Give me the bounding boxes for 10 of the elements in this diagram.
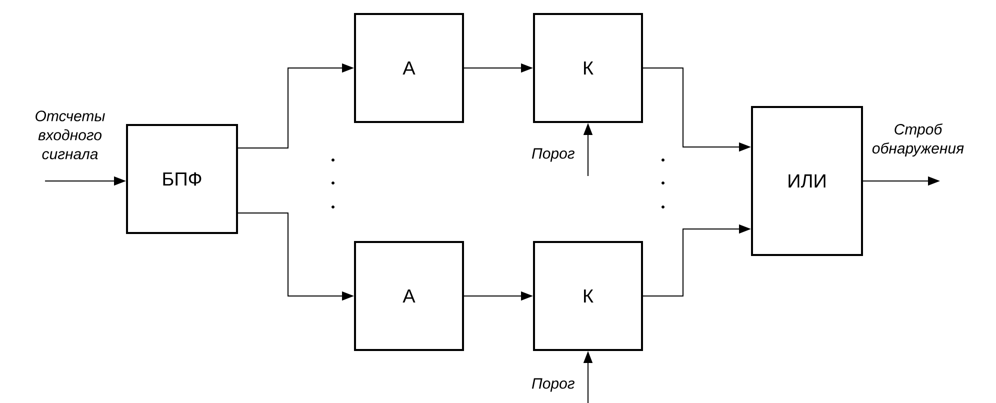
process-box: К — [533, 241, 643, 351]
process-box: БПФ — [126, 124, 238, 234]
process-box: ИЛИ — [751, 106, 863, 256]
edge-label: Порог — [532, 148, 574, 162]
edge-label: Отсчеты входного сигнала — [36, 110, 105, 160]
edge-label: Строб обнаружения — [872, 123, 964, 157]
process-box: А — [354, 241, 464, 351]
process-box: А — [354, 13, 464, 123]
edge-label: Порог — [532, 378, 574, 392]
process-box: К — [533, 13, 643, 123]
